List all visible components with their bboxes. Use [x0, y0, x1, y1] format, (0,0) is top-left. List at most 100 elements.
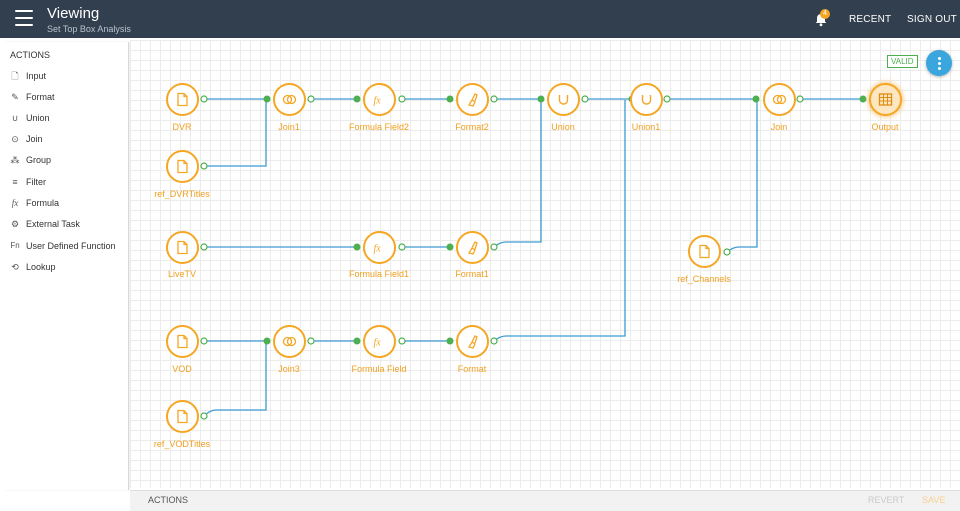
sidebar-item-input[interactable]: 🗋 Input: [10, 71, 126, 87]
node-label: Output: [871, 122, 899, 132]
page-title: Viewing: [47, 5, 100, 22]
group-icon: ⁂: [10, 155, 20, 165]
sidebar-heading: ACTIONS: [10, 50, 51, 60]
node-formula-field[interactable]: fx: [363, 325, 396, 358]
sidebar-item-label: Input: [26, 71, 47, 81]
node-format[interactable]: [456, 325, 489, 358]
node-format1[interactable]: [456, 231, 489, 264]
node-label: DVR: [172, 122, 192, 132]
node-label: Union: [551, 122, 575, 132]
node-union1[interactable]: [630, 83, 663, 116]
sidebar-item-join[interactable]: ⊙ Join: [10, 134, 126, 150]
file-icon: [177, 159, 188, 174]
sidebar-item-label: Formula: [26, 198, 60, 208]
node-ref-channels[interactable]: [688, 235, 721, 268]
sidebar-item-external-task[interactable]: ⚙ External Task: [10, 219, 126, 235]
sidebar-item-label: External Task: [26, 219, 80, 229]
brush-icon: ✎: [11, 92, 19, 102]
sidebar-item-label: Join: [26, 134, 43, 144]
join-icon: [772, 94, 787, 105]
more-vert-icon-dot: [938, 67, 941, 70]
node-join1[interactable]: [273, 83, 306, 116]
bottom-action-bar: ACTIONS REVERT SAVE: [130, 490, 960, 511]
join-icon: [282, 94, 297, 105]
fn-icon: Fn: [10, 241, 20, 250]
node-label: Format2: [455, 122, 489, 132]
app-header: Viewing Set Top Box Analysis 4 RECENT SI…: [0, 0, 960, 38]
svg-text:fx: fx: [374, 244, 382, 255]
sidebar-item-format[interactable]: ✎ Format: [10, 92, 126, 108]
node-label: Format1: [455, 269, 489, 279]
node-dvr[interactable]: [166, 83, 199, 116]
node-formula-field2[interactable]: fx: [363, 83, 396, 116]
node-label: LiveTV: [167, 269, 196, 279]
sidebar-item-lookup[interactable]: ⟲ Lookup: [10, 262, 126, 278]
fx-icon: fx: [374, 244, 382, 255]
filter-icon: ≡: [12, 177, 18, 187]
recent-button[interactable]: RECENT: [849, 14, 892, 25]
more-vert-icon-dot: [938, 62, 941, 65]
table-icon: [878, 93, 893, 106]
file-icon: [177, 92, 188, 107]
sidebar-item-label: Lookup: [26, 262, 56, 272]
actions-sidebar: ACTIONS 🗋 Input ✎ Format ∪ Union ⊙ Join …: [4, 42, 129, 490]
validation-status-badge: VALID: [887, 55, 918, 68]
fx-icon: fx: [374, 96, 382, 107]
notification-badge: 4: [820, 9, 830, 19]
node-label: Join: [770, 122, 788, 132]
project-subtitle: Set Top Box Analysis: [47, 24, 131, 34]
workflow-canvas[interactable]: [130, 40, 960, 488]
sidebar-item-label: Filter: [26, 177, 46, 187]
fx-icon: fx: [11, 198, 19, 208]
sidebar-item-user-defined-function[interactable]: Fn User Defined Function: [10, 241, 126, 257]
node-vod[interactable]: [166, 325, 199, 358]
node-label: Formula Field1: [348, 269, 410, 279]
node-label: Format: [457, 364, 487, 374]
file-icon: [699, 244, 710, 259]
node-label: VOD: [172, 364, 192, 374]
revert-button[interactable]: REVERT: [868, 495, 905, 505]
node-ref-dvrtitles[interactable]: [166, 150, 199, 183]
save-button[interactable]: SAVE: [922, 495, 946, 505]
svg-text:fx: fx: [374, 338, 382, 349]
node-format2[interactable]: [456, 83, 489, 116]
hamburger-menu-icon[interactable]: [15, 10, 33, 26]
actions-toggle[interactable]: ACTIONS: [148, 495, 189, 505]
node-livetv[interactable]: [166, 231, 199, 264]
node-output[interactable]: [869, 83, 902, 116]
join-icon: ⊙: [11, 134, 19, 144]
file-icon: 🗋: [11, 71, 19, 81]
brush-icon: [467, 335, 478, 349]
sidebar-item-filter[interactable]: ≡ Filter: [10, 177, 126, 193]
svg-text:fx: fx: [374, 96, 382, 107]
sidebar-item-label: Group: [26, 155, 52, 165]
node-label: ref_VODTitles: [153, 439, 211, 449]
sidebar-item-union[interactable]: ∪ Union: [10, 113, 126, 129]
sidebar-item-label: Format: [26, 92, 55, 102]
union-icon: [641, 95, 652, 105]
node-join3[interactable]: [273, 325, 306, 358]
sidebar-item-label: Union: [26, 113, 50, 123]
sidebar-item-group[interactable]: ⁂ Group: [10, 155, 126, 171]
sign-out-button[interactable]: SIGN OUT: [907, 14, 957, 25]
lookup-icon: ⟲: [11, 262, 19, 272]
union-icon: [558, 95, 569, 105]
brush-icon: [467, 241, 478, 255]
node-ref-vodtitles[interactable]: [166, 400, 199, 433]
union-icon: ∪: [11, 113, 19, 123]
brush-icon: [467, 93, 478, 107]
node-formula-field1[interactable]: fx: [363, 231, 396, 264]
node-label: Formula Field2: [348, 122, 410, 132]
node-label: Formula Field: [351, 364, 407, 374]
node-union[interactable]: [547, 83, 580, 116]
node-join[interactable]: [763, 83, 796, 116]
node-label: Union1: [631, 122, 661, 132]
sidebar-item-label: User Defined Function: [26, 241, 116, 251]
more-options-button[interactable]: [926, 50, 952, 76]
external-task-icon: ⚙: [10, 219, 20, 229]
sidebar-item-formula[interactable]: fx Formula: [10, 198, 126, 214]
node-label: Join1: [278, 122, 300, 132]
file-icon: [177, 409, 188, 424]
node-label: ref_DVRTitles: [154, 189, 210, 199]
node-label: Join3: [278, 364, 300, 374]
